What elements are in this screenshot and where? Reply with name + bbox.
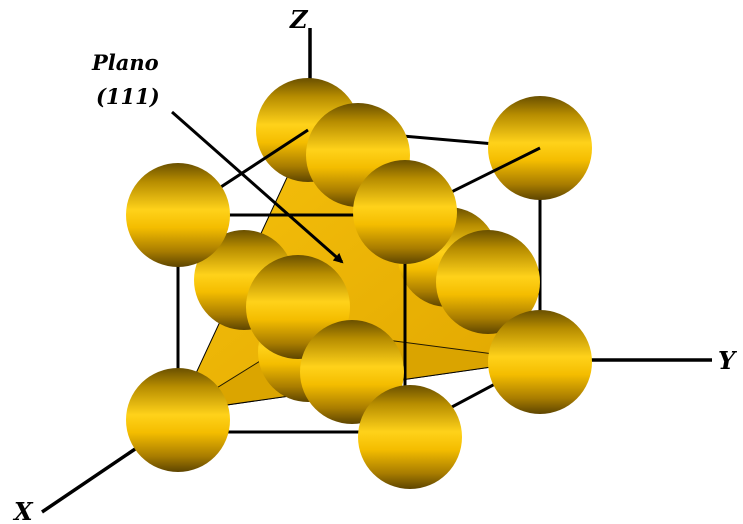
z-axis-label: Z [289,5,309,34]
atom-right-face-center [436,230,540,334]
atom-front-top-right [353,160,457,264]
plane-label-line1: Plano [91,50,159,75]
front-atoms [126,160,592,489]
atom-front-bottom-right [358,385,462,489]
atom-front-bottom-left [126,368,230,472]
x-axis-label: X [12,497,34,524]
atom-front-top-left [126,163,230,267]
plane-pointer-arrow [171,110,344,264]
atom-right-bottom [488,310,592,414]
y-axis-label: Y [718,346,738,375]
plane-label-line2: (111) [96,84,160,109]
